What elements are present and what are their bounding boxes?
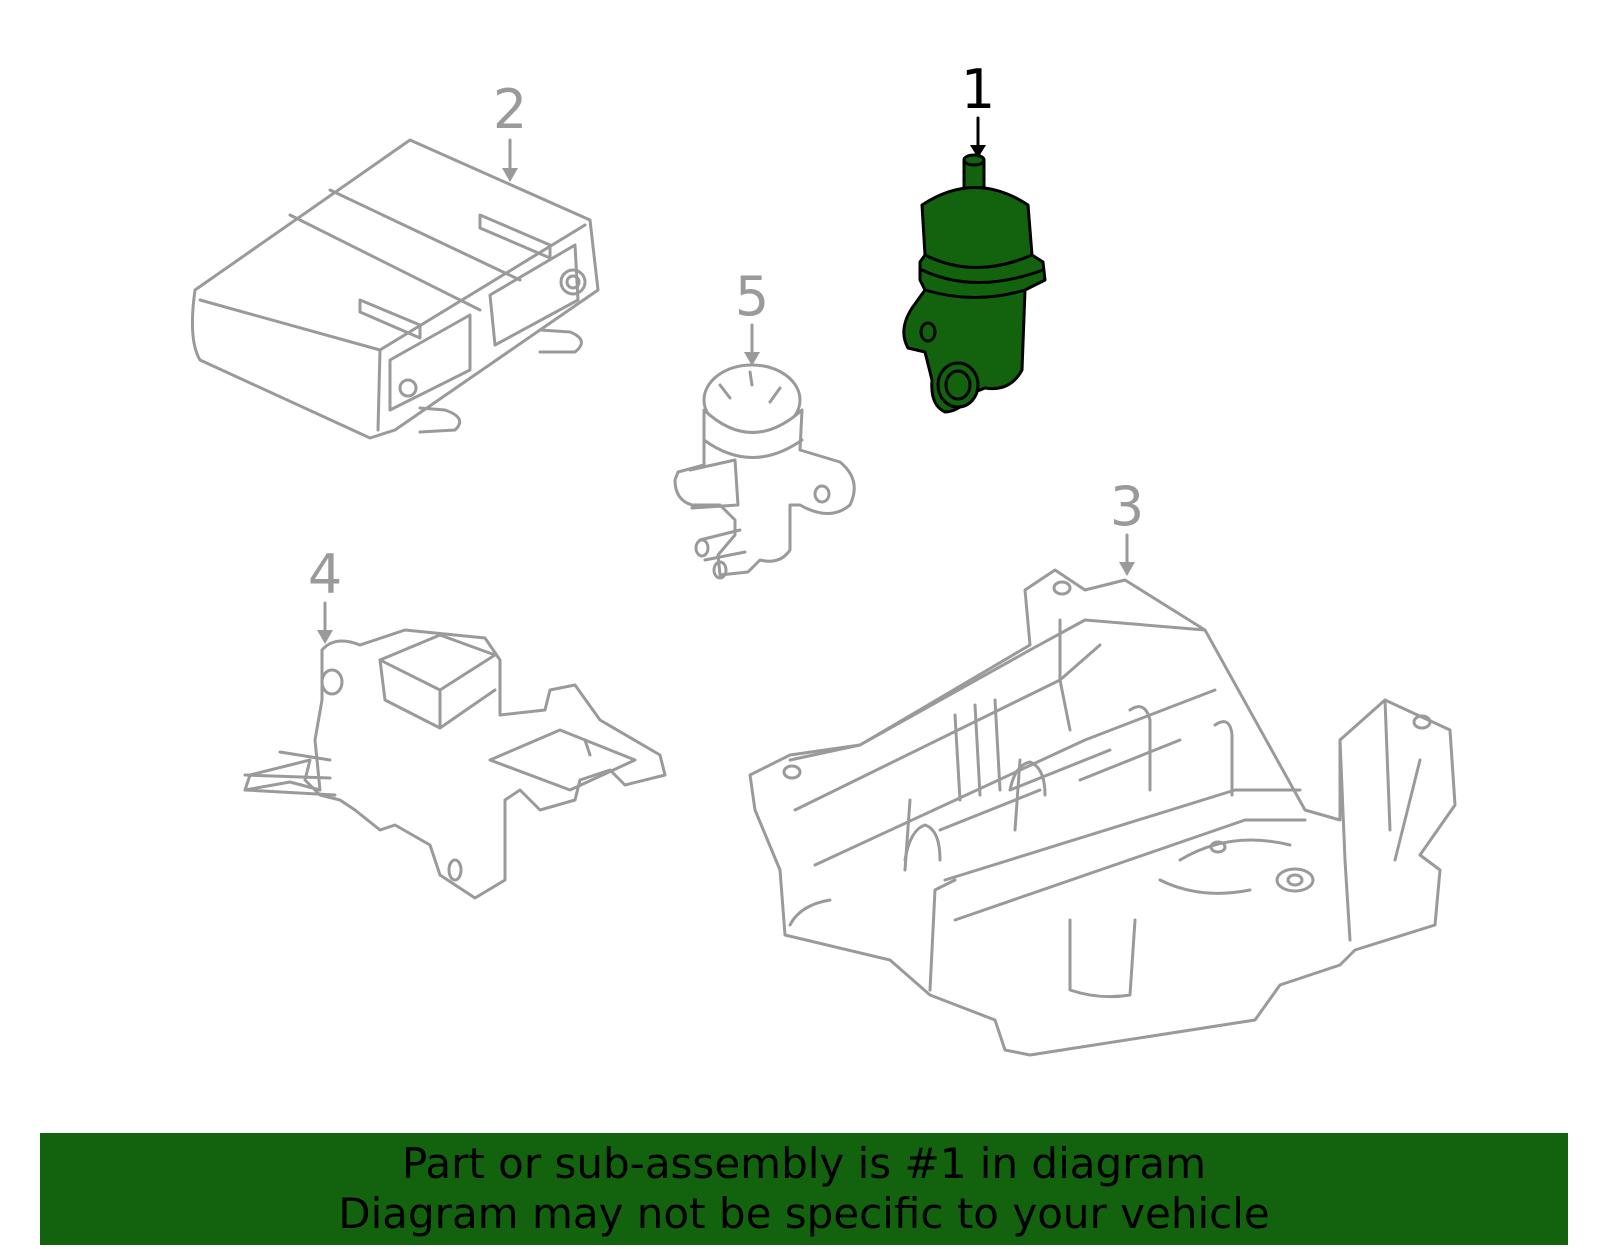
part-4-sensor-bracket[interactable] <box>243 628 667 900</box>
banner-background <box>40 1133 1568 1245</box>
banner-line-1: Part or sub-assembly is #1 in diagram <box>401 1139 1207 1188</box>
callout-2: 2 <box>493 78 527 182</box>
callout-1-label: 1 <box>961 58 995 121</box>
callout-2-label: 2 <box>493 78 527 141</box>
part-3-tray[interactable] <box>748 568 1457 1057</box>
callout-5-label: 5 <box>735 265 769 328</box>
part-2-canister[interactable] <box>190 138 600 440</box>
callout-5: 5 <box>735 265 769 366</box>
part-1-valve[interactable] <box>902 153 1047 414</box>
callout-3: 3 <box>1110 475 1144 576</box>
callout-3-label: 3 <box>1110 475 1144 538</box>
callout-4-label: 4 <box>308 543 342 606</box>
callout-1: 1 <box>961 58 995 158</box>
info-banner: Part or sub-assembly is #1 in diagram Di… <box>40 1133 1568 1245</box>
callout-4: 4 <box>308 543 342 644</box>
banner-line-2: Diagram may not be specific to your vehi… <box>338 1189 1270 1238</box>
part-5-solenoid[interactable] <box>673 363 856 580</box>
